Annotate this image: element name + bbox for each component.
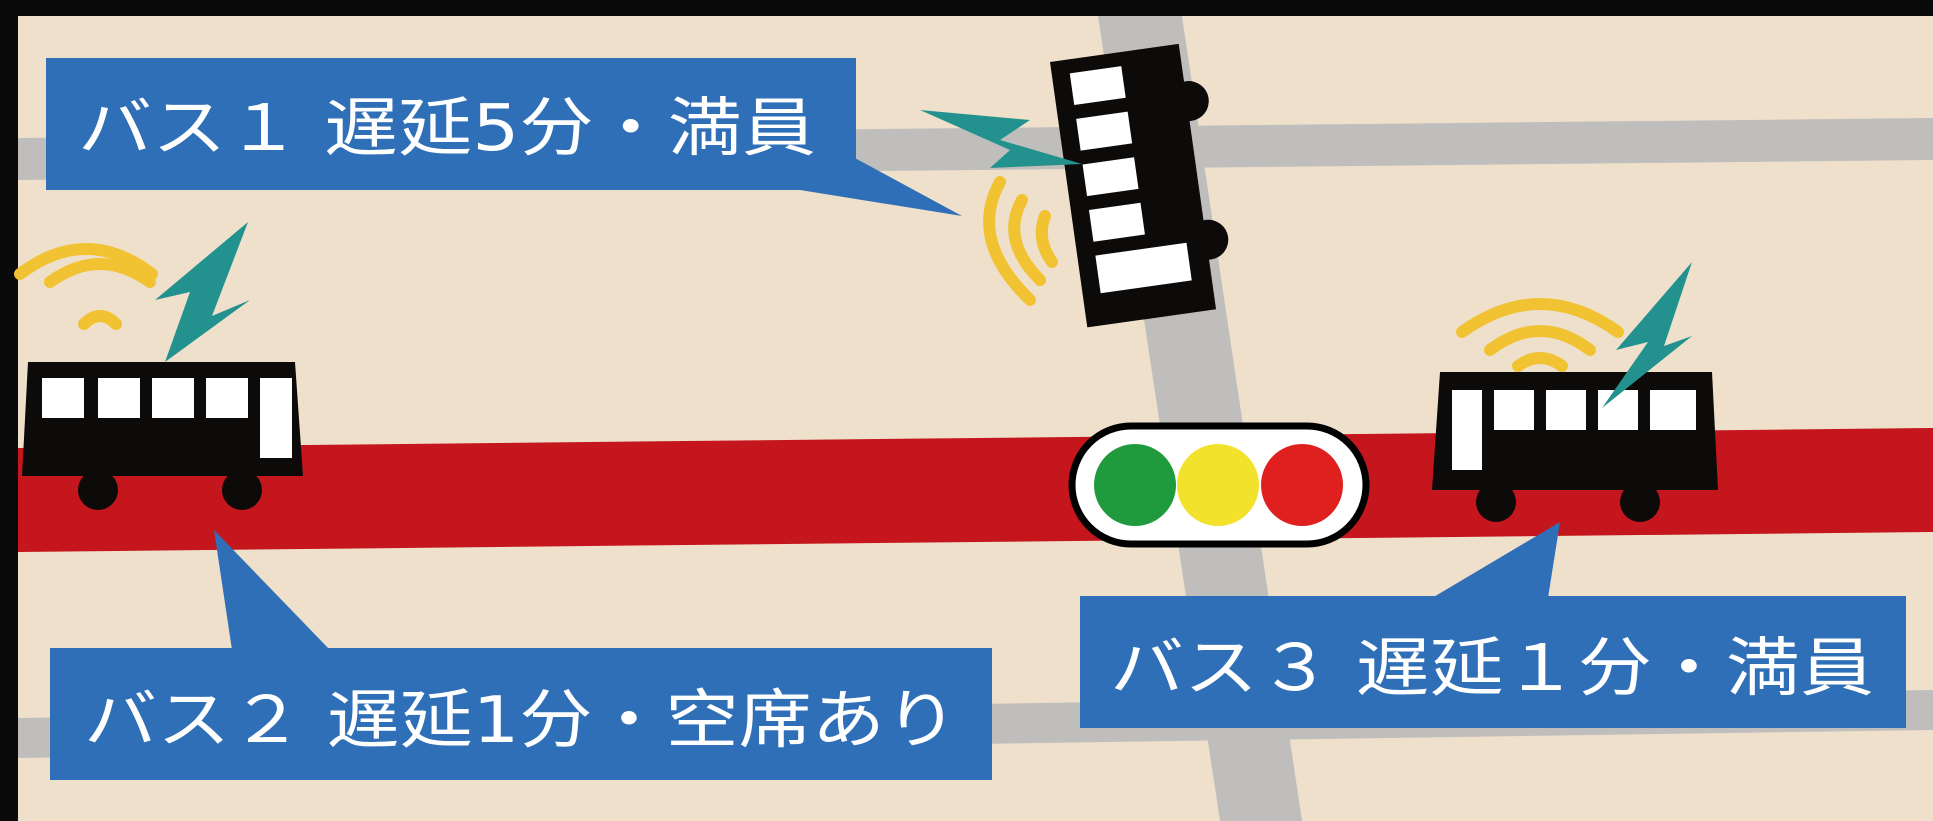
bus-3-icon (1432, 372, 1718, 522)
bus-1-status-label: バス１ 遅延5分・満員 (78, 92, 816, 166)
bus-1-icon (1050, 43, 1229, 328)
bus-3-callout: バス３ 遅延１分・満員 (1080, 522, 1906, 728)
traffic-light-green (1094, 444, 1176, 526)
bus-2-status-label: バス２ 遅延1分・空席あり (84, 684, 958, 758)
bus-1-wireless-signal-icon (983, 176, 1058, 306)
bus-2-icon (22, 362, 303, 510)
traffic-light-yellow (1177, 444, 1259, 526)
traffic-light-icon (1068, 422, 1370, 548)
bus-3-wireless-signal-icon (1456, 298, 1624, 372)
bus-2-lightning-icon (155, 222, 250, 362)
bus-1-lightning-icon (920, 110, 1082, 168)
bus-3-status-label: バス３ 遅延１分・満員 (1110, 632, 1874, 706)
bus-1-callout: バス１ 遅延5分・満員 (46, 58, 962, 216)
bus-2-callout: バス２ 遅延1分・空席あり (50, 530, 992, 780)
bus-3-lightning-icon (1602, 262, 1692, 408)
traffic-light-red (1261, 444, 1343, 526)
bus-2-wireless-signal-icon (14, 243, 158, 330)
